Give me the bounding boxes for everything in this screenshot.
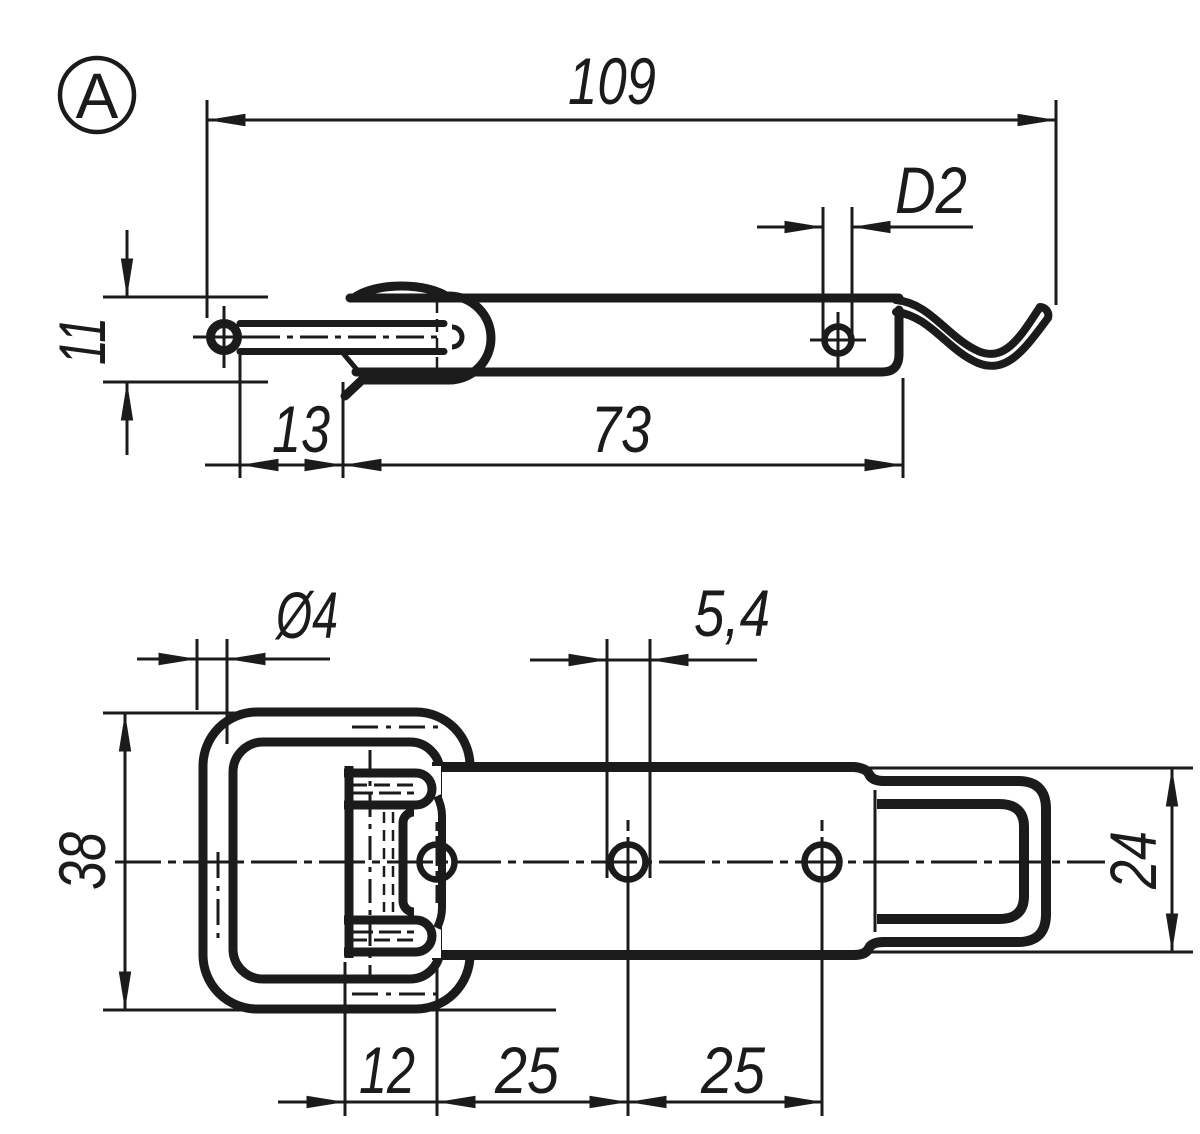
dim-hole-pitch-b-label: 25 [700,1033,765,1107]
plate-left-chamfer [339,349,361,374]
dim-hole-row: 12 25 25 [278,962,823,1116]
lever-cap-notch-rim [451,324,465,350]
dim-hole-dia-label: 5,4 [694,576,770,650]
hook-lower-curve [892,308,1052,370]
dim-loop-offset: 13 [205,355,345,478]
dim-hole-pitch-a-label: 25 [494,1033,559,1107]
dim-hole-dia-ref-label: D2 [895,153,967,227]
dim-plate-width: 24 [1096,768,1179,952]
dim-wire-dia-label: Ø4 [275,578,338,652]
dim-overall-length-label: 109 [568,44,656,118]
view-marker-circle [57,55,137,135]
dim-loop-offset-label: 13 [272,392,330,466]
view-marker: A [57,55,137,135]
view-marker-label: A [76,60,119,132]
dim-plate-length-label: 73 [591,392,651,466]
dim-overall-length: 109 [205,44,1058,318]
dim-loop-height: 11 [45,230,268,455]
bail-end-crosshair [193,306,255,368]
dim-loop-height-label: 11 [45,317,119,365]
dim-overall-width: 38 [45,711,556,1012]
lever-top-curl [344,768,437,810]
hook-upper-curve [892,296,1044,358]
pivot-hole-crosshair [810,312,866,368]
dim-hole-dia-ref: D2 [757,153,973,338]
plate-width-extension-lines [866,766,1193,954]
lever-underside [340,375,454,401]
lever-bottom-curl [344,915,437,957]
lever-cap-notch [442,327,462,347]
hook-end-cap [1036,303,1053,322]
dim-plate-length: 73 [343,378,905,478]
bail-wire-centerlines [216,725,438,996]
side-view: 109 D2 11 13 73 [45,44,1058,478]
dim-plate-width-label: 24 [1096,831,1170,890]
dim-overall-width-label: 38 [45,832,119,890]
dim-wire-dia: Ø4 [137,578,338,744]
dim-hole-dia: 5,4 [530,576,770,878]
dim-hole-edge-offset-label: 12 [359,1033,415,1107]
plate-bottom-edge [351,305,904,377]
plan-view: Ø4 5,4 38 24 12 25 2 [45,576,1193,1116]
